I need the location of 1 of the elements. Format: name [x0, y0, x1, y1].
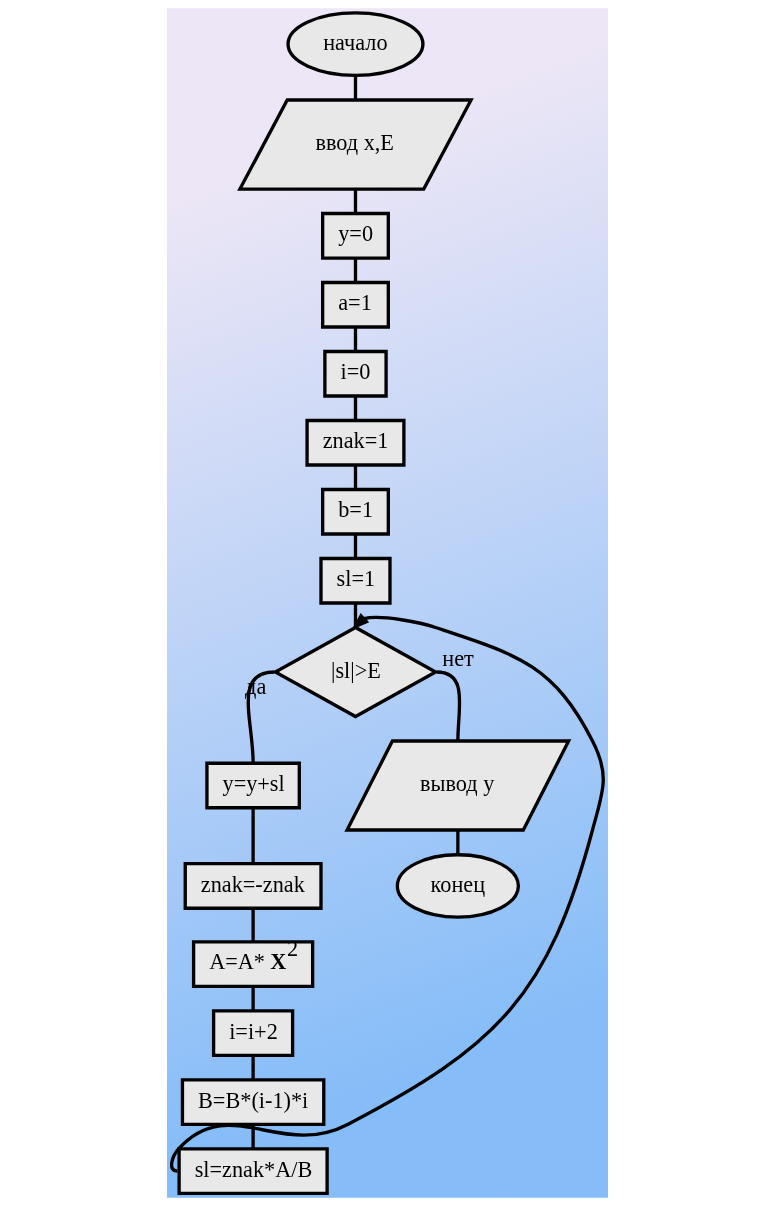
edge-label: нет: [441, 646, 474, 672]
